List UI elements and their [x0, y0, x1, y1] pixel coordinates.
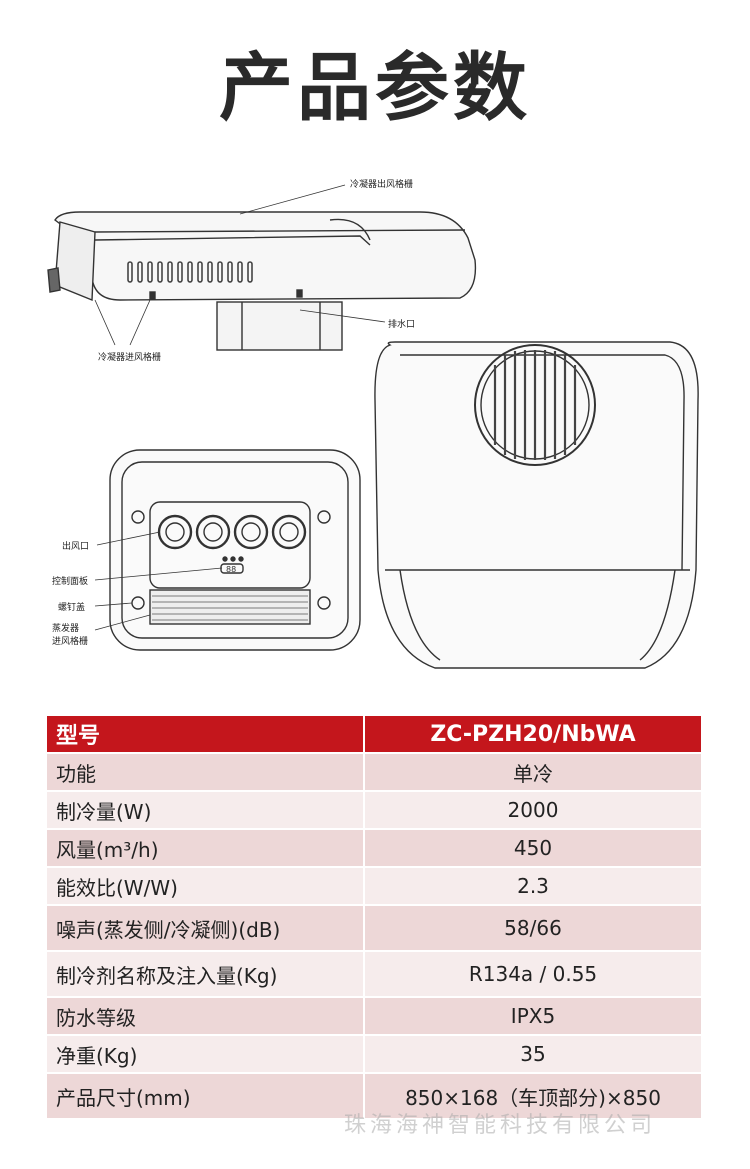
callout-control-panel: 控制面板: [52, 575, 88, 587]
callout-screw-cover: 螺钉盖: [58, 601, 85, 613]
panel-display: 88: [226, 565, 236, 574]
callout-condenser-inlet: 冷凝器进风格栅: [98, 351, 161, 363]
row-label: 产品尺寸(mm): [47, 1074, 363, 1120]
model-value: ZC-PZH20/NbWA: [363, 716, 701, 754]
callout-drain: 排水口: [388, 318, 415, 330]
row-label: 防水等级: [47, 998, 363, 1036]
front-view-unit: 88: [109, 449, 361, 651]
model-label: 型号: [47, 716, 363, 754]
row-value: 单冷: [363, 754, 701, 792]
table-row: 防水等级 IPX5: [47, 998, 701, 1036]
row-label: 制冷剂名称及注入量(Kg): [47, 952, 363, 998]
row-label: 能效比(W/W): [47, 868, 363, 906]
row-value: 850×168（车顶部分)×850: [363, 1074, 701, 1120]
table-row: 制冷量(W) 2000: [47, 792, 701, 830]
row-label: 噪声(蒸发侧/冷凝侧)(dB): [47, 906, 363, 952]
row-value: 2.3: [363, 868, 701, 906]
row-value: 450: [363, 830, 701, 868]
product-diagram: 冷凝器出风格栅 排水口 冷凝器进风格栅: [0, 150, 750, 680]
air-outlet-vents: [157, 514, 307, 550]
row-label: 净重(Kg): [47, 1036, 363, 1074]
callout-air-outlet: 出风口: [62, 540, 89, 552]
spec-table: 型号 ZC-PZH20/NbWA 功能 单冷 制冷量(W) 2000 风量(m³…: [47, 716, 701, 1120]
table-row: 制冷剂名称及注入量(Kg) R134a / 0.55: [47, 952, 701, 998]
table-row: 能效比(W/W) 2.3: [47, 868, 701, 906]
watermark: 珠海海神智能科技有限公司: [344, 1113, 657, 1138]
page-title: 产品参数: [219, 45, 531, 131]
fan-grille-bars: [493, 350, 577, 460]
table-row: 净重(Kg) 35: [47, 1036, 701, 1074]
row-value: 35: [363, 1036, 701, 1074]
table-row: 产品尺寸(mm) 850×168（车顶部分)×850: [47, 1074, 701, 1120]
row-label: 制冷量(W): [47, 792, 363, 830]
table-row: 风量(m³/h) 450: [47, 830, 701, 868]
condenser-grille-slots: [127, 261, 253, 283]
side-view-unit: [47, 211, 477, 351]
row-value: 2000: [363, 792, 701, 830]
table-row: 噪声(蒸发侧/冷凝侧)(dB) 58/66: [47, 906, 701, 952]
callout-evaporator-inlet-2: 进风格栅: [52, 635, 88, 647]
table-header-row: 型号 ZC-PZH20/NbWA: [47, 716, 701, 754]
row-value: IPX5: [363, 998, 701, 1036]
row-label: 风量(m³/h): [47, 830, 363, 868]
row-value: R134a / 0.55: [363, 952, 701, 998]
row-label: 功能: [47, 754, 363, 792]
callout-condenser-outlet: 冷凝器出风格栅: [350, 178, 413, 190]
row-value: 58/66: [363, 906, 701, 952]
callout-evaporator-inlet-1: 蒸发器: [52, 622, 79, 634]
top-view-unit: [374, 341, 699, 669]
table-row: 功能 单冷: [47, 754, 701, 792]
